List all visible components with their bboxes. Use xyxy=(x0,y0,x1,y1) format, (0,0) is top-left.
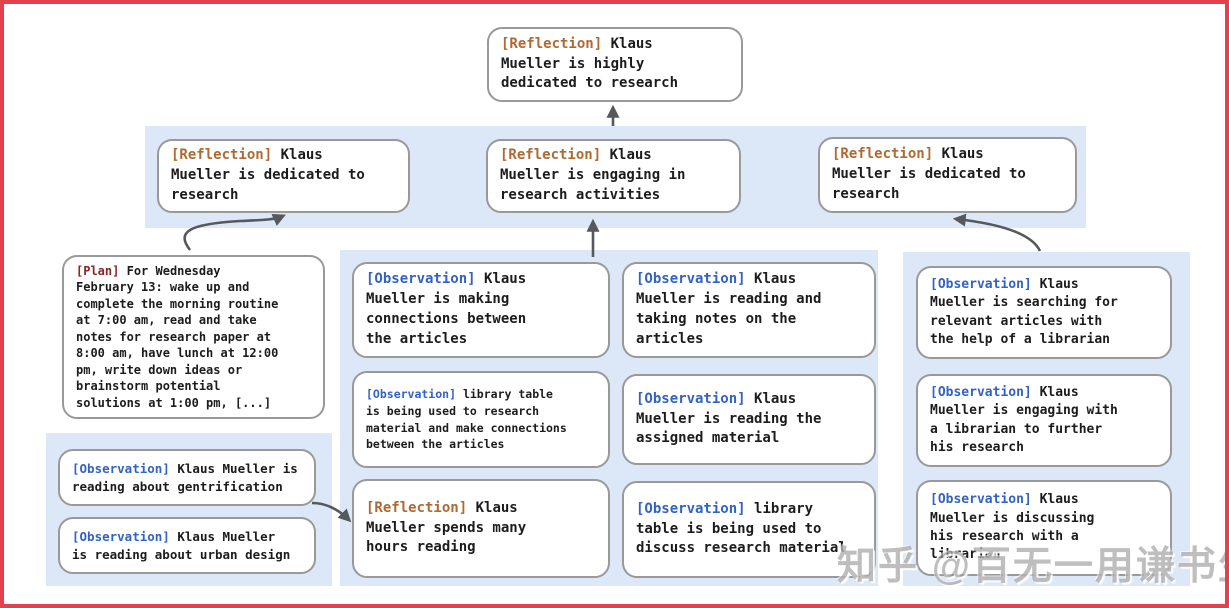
node-body-text: Klaus Mueller is discussing his research… xyxy=(930,492,1095,563)
node-body-text: Klaus Mueller is reading about urban des… xyxy=(72,529,291,562)
node-text: [Reflection] Klaus Mueller is dedicated … xyxy=(171,146,396,206)
node-body-text: Klaus Mueller is making connections betw… xyxy=(366,271,527,347)
reflection-tag: [Reflection] xyxy=(171,147,273,164)
node-observation-making-connections: [Observation] Klaus Mueller is making co… xyxy=(352,262,610,358)
node-reflection-dedicated-left: [Reflection] Klaus Mueller is dedicated … xyxy=(157,139,410,213)
node-observation-library-table-research: [Observation] library table is being use… xyxy=(352,371,610,468)
node-body-text: Klaus Mueller is reading the assigned ma… xyxy=(636,390,822,447)
node-text: [Observation] Klaus Mueller is reading a… xyxy=(72,460,302,495)
reflection-tag: [Reflection] xyxy=(832,146,934,163)
node-body-text: Klaus Mueller is searching for relevant … xyxy=(930,276,1118,347)
observation-tag: [Observation] xyxy=(636,500,746,517)
node-text: [Observation] Klaus Mueller is reading a… xyxy=(636,270,862,350)
observation-tag: [Observation] xyxy=(366,387,457,402)
node-body-text: Klaus Mueller is engaging with a librari… xyxy=(930,384,1118,455)
node-text: [Observation] Klaus Mueller is making co… xyxy=(366,270,596,350)
node-reflection-spends-many-hours: [Reflection] Klaus Mueller spends many h… xyxy=(352,479,610,578)
observation-tag: [Observation] xyxy=(930,276,1032,292)
node-body-text: Klaus Mueller is reading and taking note… xyxy=(636,271,822,347)
node-text: [Observation] Klaus Mueller is reading a… xyxy=(72,528,302,563)
node-text: [Observation] Klaus Mueller is discussin… xyxy=(930,491,1158,565)
node-reflection-highly-dedicated: [Reflection] Klaus Mueller is highly ded… xyxy=(487,27,743,102)
node-text: [Observation] Klaus Mueller is reading t… xyxy=(636,390,862,450)
node-text: [Observation] Klaus Mueller is searching… xyxy=(930,276,1158,350)
observation-tag: [Observation] xyxy=(636,390,746,407)
node-body-text: Klaus Mueller is engaging in research ac… xyxy=(500,147,686,203)
observation-tag: [Observation] xyxy=(930,492,1032,508)
node-body-text: Klaus Mueller is highly dedicated to res… xyxy=(501,35,679,92)
node-observation-discuss-material: [Observation] library table is being use… xyxy=(622,481,876,578)
reflection-tag: [Reflection] xyxy=(500,147,602,164)
reflection-tag: [Reflection] xyxy=(501,35,603,52)
node-body-text: For Wednesday February 13: wake up and c… xyxy=(76,263,279,410)
zhihu-watermark: 知乎 @百无一用谦书生 xyxy=(837,545,1229,588)
node-text: [Reflection] Klaus Mueller is highly ded… xyxy=(501,35,729,95)
node-observation-urban-design: [Observation] Klaus Mueller is reading a… xyxy=(58,517,316,574)
node-text: [Plan] For Wednesday February 13: wake u… xyxy=(76,263,311,412)
node-text: [Observation] library table is being use… xyxy=(366,386,596,453)
observation-tag: [Observation] xyxy=(930,384,1032,400)
node-text: [Observation] Klaus Mueller is engaging … xyxy=(930,384,1158,458)
node-observation-engaging-librarian: [Observation] Klaus Mueller is engaging … xyxy=(916,374,1172,467)
node-body-text: library table is being used to discuss r… xyxy=(636,500,847,557)
plan-tag: [Plan] xyxy=(76,263,120,278)
node-text: [Observation] library table is being use… xyxy=(636,500,862,560)
node-body-text: library table is being used to research … xyxy=(366,387,567,452)
node-text: [Reflection] Klaus Mueller is dedicated … xyxy=(832,145,1063,205)
node-plan-wednesday: [Plan] For Wednesday February 13: wake u… xyxy=(62,255,325,419)
node-text: [Reflection] Klaus Mueller is engaging i… xyxy=(500,146,727,206)
observation-tag: [Observation] xyxy=(636,271,746,288)
node-observation-assigned-material: [Observation] Klaus Mueller is reading t… xyxy=(622,374,876,465)
node-observation-taking-notes: [Observation] Klaus Mueller is reading a… xyxy=(622,262,876,358)
node-body-text: Klaus Mueller is dedicated to research xyxy=(832,146,1026,202)
node-body-text: Klaus Mueller is reading about gentrific… xyxy=(72,461,298,494)
observation-tag: [Observation] xyxy=(72,461,170,476)
observation-tag: [Observation] xyxy=(72,529,170,544)
node-reflection-dedicated-right: [Reflection] Klaus Mueller is dedicated … xyxy=(818,137,1077,213)
node-body-text: Klaus Mueller spends many hours reading xyxy=(366,499,527,556)
node-reflection-engaging: [Reflection] Klaus Mueller is engaging i… xyxy=(486,139,741,213)
node-observation-discussing-librarian: [Observation] Klaus Mueller is discussin… xyxy=(916,480,1172,576)
node-body-text: Klaus Mueller is dedicated to research xyxy=(171,147,365,203)
node-observation-gentrification: [Observation] Klaus Mueller is reading a… xyxy=(58,449,316,506)
node-observation-searching-articles: [Observation] Klaus Mueller is searching… xyxy=(916,266,1172,359)
reflection-tag: [Reflection] xyxy=(366,499,468,516)
observation-tag: [Observation] xyxy=(366,271,476,288)
node-text: [Reflection] Klaus Mueller spends many h… xyxy=(366,499,596,559)
